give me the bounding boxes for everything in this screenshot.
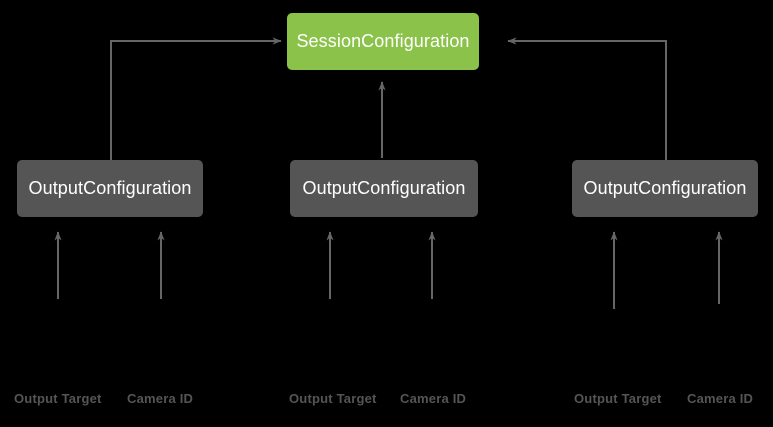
edge-left-output-to-session bbox=[110, 37, 282, 160]
node-output-configuration-left-label: OutputConfiguration bbox=[28, 177, 192, 198]
leaf-label-camera-id-left: Camera ID bbox=[127, 391, 194, 406]
leaf-label-output-target-right: Output Target bbox=[574, 391, 662, 406]
node-output-configuration-center-label: OutputConfiguration bbox=[302, 177, 466, 198]
edge-right-output-to-session bbox=[507, 37, 667, 160]
node-output-configuration-left[interactable]: OutputConfiguration bbox=[17, 160, 203, 217]
leaf-label-output-target-left: Output Target bbox=[14, 391, 102, 406]
leaf-label-output-target-center: Output Target bbox=[289, 391, 377, 406]
node-output-configuration-right-label: OutputConfiguration bbox=[583, 177, 747, 198]
leaf-label-camera-id-right: Camera ID bbox=[687, 391, 754, 406]
node-output-configuration-right[interactable]: OutputConfiguration bbox=[572, 160, 758, 217]
node-session-configuration-label: SessionConfiguration bbox=[296, 30, 470, 51]
leaf-label-camera-id-center: Camera ID bbox=[400, 391, 467, 406]
node-session-configuration[interactable]: SessionConfiguration bbox=[287, 13, 479, 70]
node-output-configuration-center[interactable]: OutputConfiguration bbox=[290, 160, 478, 217]
